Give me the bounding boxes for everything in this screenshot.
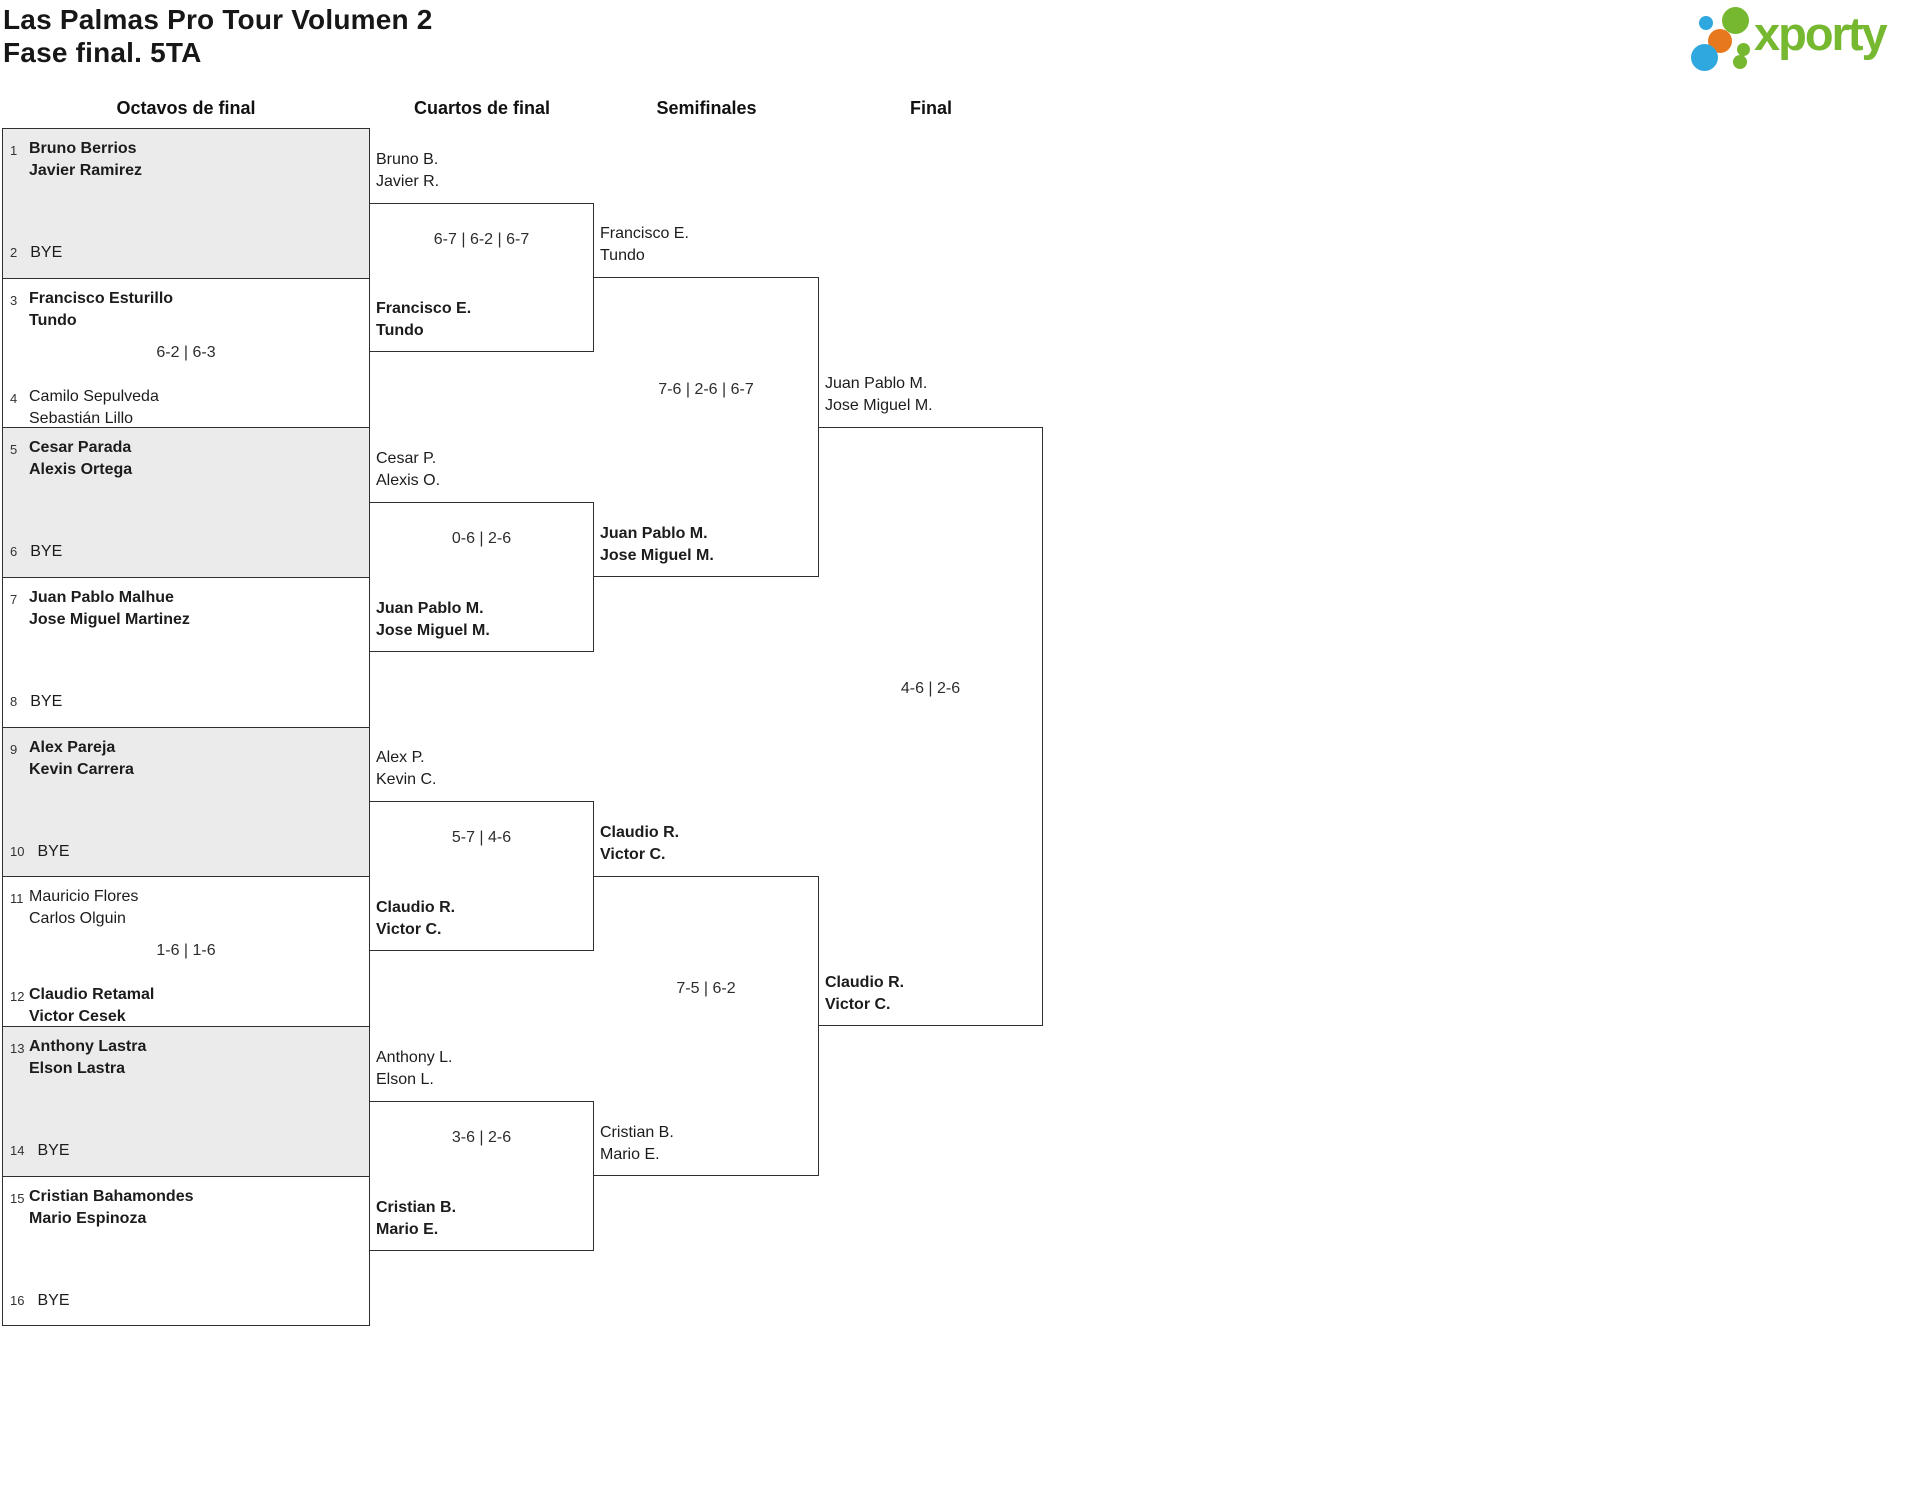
seed-number: 2 — [10, 245, 18, 260]
sf-match-2: 7-5 | 6-2 — [594, 876, 819, 1176]
logo-dot-green-mid — [1737, 43, 1750, 56]
seed-number: 10 — [10, 844, 25, 859]
match-score: 1-6 | 1-6 — [156, 942, 216, 959]
xporty-logo[interactable]: xporty — [1688, 5, 1908, 71]
team-name: Cristian Bahamondes Mario Espinoza — [29, 1188, 194, 1227]
round-header-octavos: Octavos de final — [116, 98, 256, 118]
r1-match-1: 1 Bruno Berrios Javier Ramirez 2 BYE — [2, 128, 370, 279]
seed-number: 8 — [10, 694, 18, 709]
round-header-cuartos: Cuartos de final — [413, 98, 551, 118]
final-match: 4-6 | 2-6 — [819, 427, 1043, 1026]
r1-match-3: 5 Cesar Parada Alexis Ortega 6 BYE — [2, 427, 370, 578]
bye-row: 2 BYE — [10, 244, 62, 262]
bye-label: BYE — [37, 1292, 70, 1309]
team-label-winner: Claudio R.Victor C. — [376, 899, 456, 938]
match-score: 6-2 | 6-3 — [156, 344, 216, 361]
qf-match-4: 3-6 | 2-6 — [370, 1101, 594, 1251]
team-name: Juan Pablo Malhue Jose Miguel Martinez — [29, 589, 190, 628]
seed-number: 12 — [10, 989, 25, 1004]
team-label: Anthony L.Elson L. — [376, 1049, 453, 1088]
round-header-final: Final — [909, 98, 952, 118]
team-label: Alex P.Kevin C. — [376, 749, 437, 788]
qf-match-1: 6-7 | 6-2 | 6-7 — [370, 203, 594, 352]
bye-row: 6 BYE — [10, 543, 62, 561]
team-label: Juan Pablo M.Jose Miguel M. — [825, 375, 933, 414]
tournament-name: Las Palmas Pro Tour Volumen 2 — [3, 4, 433, 35]
team-label: Francisco E.Tundo — [600, 225, 689, 264]
r1-match-6: 11 Mauricio Flores Carlos Olguin 1-6 | 1… — [2, 876, 370, 1027]
team-name: Anthony Lastra Elson Lastra — [29, 1038, 147, 1077]
bye-label: BYE — [37, 1142, 70, 1159]
r1-match-4: 7 Juan Pablo Malhue Jose Miguel Martinez… — [2, 577, 370, 728]
r1-match-8: 15 Cristian Bahamondes Mario Espinoza 16… — [2, 1176, 370, 1326]
seed-number: 13 — [10, 1041, 25, 1056]
seed-number: 9 — [10, 742, 18, 757]
r1-match-5: 9 Alex Pareja Kevin Carrera 10 BYE — [2, 727, 370, 877]
bye-label: BYE — [30, 693, 63, 710]
r1-match-7: 13 Anthony Lastra Elson Lastra 14 BYE — [2, 1026, 370, 1177]
seed-number: 15 — [10, 1191, 25, 1206]
team-label-winner: Claudio R.Victor C. — [600, 824, 680, 863]
match-score: 7-5 | 6-2 — [676, 980, 736, 997]
team-label: Cesar P.Alexis O. — [376, 450, 441, 489]
logo-dot-green-small — [1733, 55, 1747, 69]
seed-number: 4 — [10, 391, 18, 406]
seed-number: 1 — [10, 143, 18, 158]
team-label-winner: Claudio R.Victor C. — [825, 974, 905, 1013]
bye-label: BYE — [37, 843, 70, 860]
bye-label: BYE — [30, 543, 63, 560]
match-score: 0-6 | 2-6 — [451, 530, 512, 547]
logo-dot-green-large — [1722, 7, 1749, 34]
round-header-semifinales: Semifinales — [656, 98, 757, 118]
sf-match-1: 7-6 | 2-6 | 6-7 — [594, 277, 819, 577]
page-title: Las Palmas Pro Tour Volumen 2 Fase final… — [3, 3, 433, 69]
match-score: 7-6 | 2-6 | 6-7 — [658, 381, 754, 398]
team-name: Alex Pareja Kevin Carrera — [29, 739, 134, 778]
team-name: Camilo Sepulveda Sebastián Lillo — [29, 388, 159, 427]
logo-dot-blue-large — [1691, 44, 1718, 71]
qf-match-3: 5-7 | 4-6 — [370, 801, 594, 951]
seed-number: 16 — [10, 1293, 25, 1308]
bye-row: 8 BYE — [10, 693, 62, 711]
seed-number: 7 — [10, 592, 18, 607]
r1-match-2: 3 Francisco Esturillo Tundo 6-2 | 6-3 4 … — [2, 278, 370, 428]
team-label-winner: Francisco E.Tundo — [376, 300, 472, 339]
seed-number: 5 — [10, 442, 18, 457]
bye-row: 10 BYE — [10, 843, 69, 861]
team-label-winner: Cristian B.Mario E. — [376, 1199, 457, 1238]
team-name: Claudio Retamal Victor Cesek — [29, 986, 155, 1025]
logo-dot-blue-small — [1699, 16, 1713, 30]
team-name: Cesar Parada Alexis Ortega — [29, 439, 133, 478]
bye-row: 16 BYE — [10, 1292, 69, 1310]
match-score: 3-6 | 2-6 — [451, 1129, 512, 1146]
team-label: Cristian B.Mario E. — [600, 1124, 674, 1163]
bye-row: 14 BYE — [10, 1142, 69, 1160]
match-score: 5-7 | 4-6 — [451, 829, 512, 846]
match-score: 4-6 | 2-6 — [900, 680, 961, 697]
qf-match-2: 0-6 | 2-6 — [370, 502, 594, 652]
seed-number: 3 — [10, 293, 18, 308]
team-name: Francisco Esturillo Tundo — [29, 290, 174, 329]
phase-name: Fase final. 5TA — [3, 37, 202, 68]
team-label-winner: Juan Pablo M.Jose Miguel M. — [600, 525, 714, 564]
seed-number: 11 — [10, 891, 24, 906]
team-name: Bruno Berrios Javier Ramirez — [29, 140, 142, 179]
bye-label: BYE — [30, 244, 63, 261]
seed-number: 6 — [10, 544, 18, 559]
team-label-winner: Juan Pablo M.Jose Miguel M. — [376, 600, 490, 639]
match-score: 6-7 | 6-2 | 6-7 — [433, 231, 530, 248]
team-name: Mauricio Flores Carlos Olguin — [29, 888, 139, 927]
seed-number: 14 — [10, 1143, 25, 1158]
team-label: Bruno B.Javier R. — [376, 151, 440, 190]
logo-wordmark: xporty — [1754, 7, 1888, 60]
